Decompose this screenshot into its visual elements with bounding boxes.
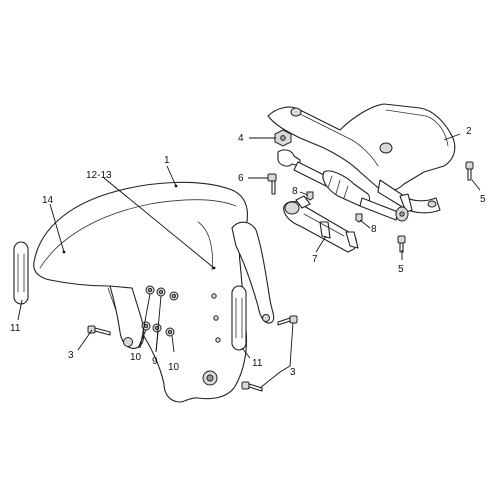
nut-4 <box>274 129 292 147</box>
callout-8-upper: 8 <box>292 186 298 197</box>
callout-11-left: 11 <box>10 323 21 334</box>
callout-5-lower: 5 <box>398 264 404 275</box>
bolt-5-lower <box>397 235 406 253</box>
fitting-8-upper <box>306 191 314 201</box>
front-mudguard <box>33 181 249 403</box>
callout-labels: 1 12-13 14 11 3 10 9 10 11 3 2 4 6 8 8 7… <box>10 126 486 378</box>
callout-4: 4 <box>238 133 244 144</box>
callout-9: 9 <box>152 356 158 367</box>
screw-3-left <box>87 325 111 336</box>
callout-1: 1 <box>164 155 170 166</box>
leader-lines <box>17 133 481 389</box>
callout-12-13: 12-13 <box>86 170 112 181</box>
damper-clamp <box>283 195 359 253</box>
bolt-5-upper <box>465 161 474 181</box>
callout-8-lower: 8 <box>371 224 377 235</box>
callout-10-right: 10 <box>168 362 180 373</box>
callout-6: 6 <box>238 173 244 184</box>
callout-2: 2 <box>466 126 472 137</box>
rubber-pad-left <box>13 241 29 305</box>
callout-11-right: 11 <box>252 358 263 369</box>
callout-3-right: 3 <box>290 367 296 378</box>
mudguard-side-stay <box>231 221 275 324</box>
callout-5-upper: 5 <box>480 194 486 205</box>
callout-14: 14 <box>42 195 54 206</box>
screw-3-right-lower <box>241 381 263 392</box>
callout-3-left: 3 <box>68 350 74 361</box>
bolt-6 <box>267 173 277 195</box>
callout-7: 7 <box>312 254 318 265</box>
bushing-set-upper <box>145 285 179 301</box>
screw-3-right-upper <box>277 315 298 326</box>
callout-10-left: 10 <box>130 352 142 363</box>
rubber-pad-right <box>231 285 247 351</box>
mudguard-bolt-holes <box>202 293 221 386</box>
steering-damper <box>277 149 409 222</box>
damper-mounting-bracket <box>267 103 456 214</box>
